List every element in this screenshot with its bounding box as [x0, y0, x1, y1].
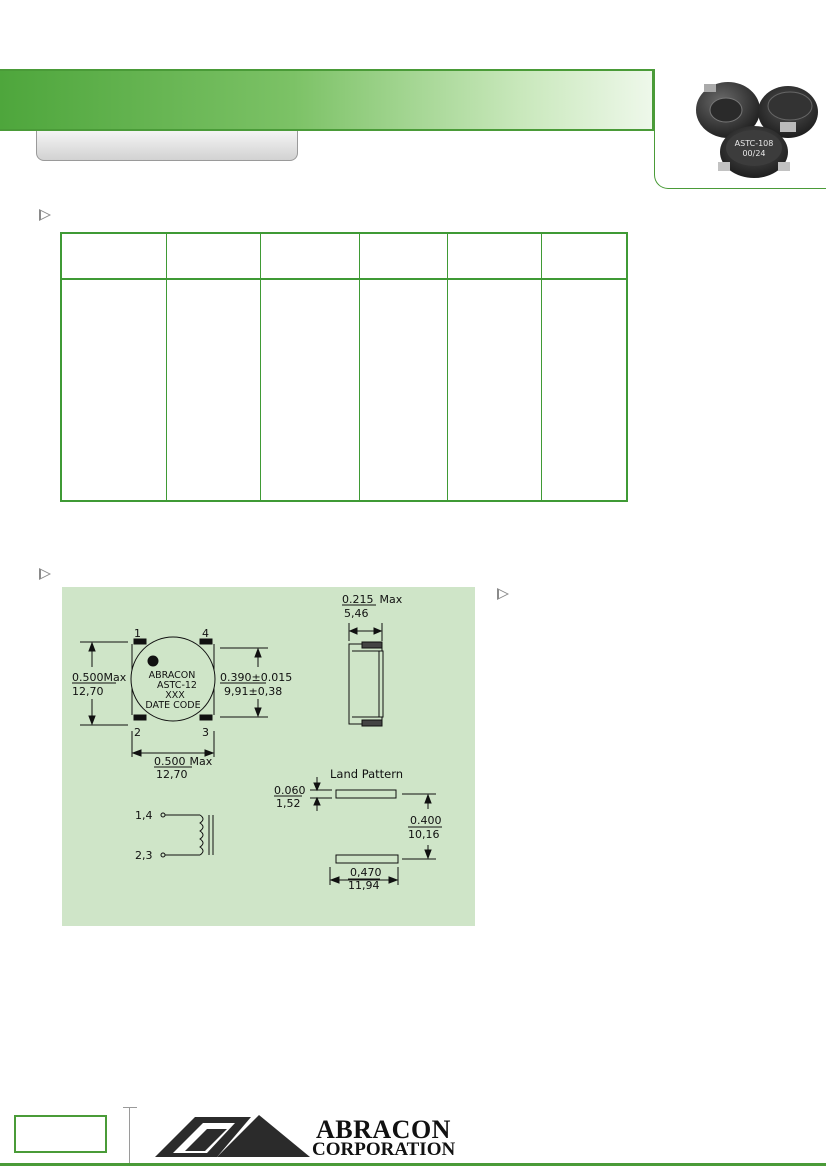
height-dim-mm: 12,70: [72, 685, 104, 698]
marking-line-4: DATE CODE: [145, 700, 200, 711]
product-photo: ASTC-108 00/24: [696, 82, 818, 178]
footer-divider-tick: [123, 1107, 137, 1108]
schematic-pin-bottom-label: 2,3: [135, 849, 153, 862]
pad-width-in: 0,470: [350, 866, 382, 879]
pad-height-in: 0.060: [274, 784, 306, 797]
brand-name: ABRACON: [316, 1115, 451, 1144]
spec-header-cell: [541, 233, 627, 280]
pad-width-mm: 11,94: [348, 879, 380, 892]
photo-part-label: ASTC-108: [735, 139, 774, 148]
inductor-front-body: ASTC-108 00/24: [718, 126, 790, 178]
spec-table-header-row: [61, 233, 627, 280]
top-view: [130, 636, 216, 722]
side-dim-mm: 5,46: [344, 607, 369, 620]
spec-header-cell: [166, 233, 261, 280]
mechanical-drawing-panel: [62, 587, 475, 926]
spec-table-body-row: [61, 279, 627, 501]
brand-corporation: CORPORATION: [312, 1139, 456, 1160]
mechanical-drawing: 1 4 2 3 ABRACON ASTC-12 XXX DATE CODE 0.…: [72, 593, 442, 892]
width-dim-mm: 12,70: [156, 768, 188, 781]
pad-height-mm: 1,52: [276, 797, 301, 810]
section-arrow-icon: [39, 568, 51, 580]
spec-cell: [359, 279, 448, 501]
pitch-dim-in: 0.390±0.015: [220, 671, 292, 684]
spec-cell: [541, 279, 627, 501]
spec-header-cell: [260, 233, 360, 280]
pin-2-label: 2: [134, 726, 141, 739]
header-banner: [0, 69, 654, 131]
spec-header-cell: [61, 233, 167, 280]
spec-cell: [260, 279, 360, 501]
photo-date-label: 00/24: [742, 149, 765, 158]
land-pattern: [274, 777, 442, 885]
schematic-pin-top-label: 1,4: [135, 809, 153, 822]
pin-1-label: 1: [134, 627, 141, 640]
section-arrow-icon: [39, 209, 51, 221]
height-dim-in: 0.500Max: [72, 671, 127, 684]
spec-header-cell: [447, 233, 542, 280]
header-subtab: [36, 131, 298, 161]
pin-3-label: 3: [202, 726, 209, 739]
pad-gap-in: 0.400: [410, 814, 442, 827]
pitch-dim-mm: 9,91±0,38: [224, 685, 282, 698]
marking-line-3: XXX: [165, 690, 185, 701]
marking-line-2: ASTC-12: [157, 680, 197, 691]
marking-line-1: ABRACON: [149, 670, 196, 681]
pin-4-label: 4: [202, 627, 209, 640]
spec-header-cell: [359, 233, 448, 280]
schematic-symbol: [160, 812, 214, 858]
product-photo-frame: [654, 69, 826, 189]
land-pattern-title: Land Pattern: [330, 767, 403, 781]
spec-cell: [166, 279, 261, 501]
section-arrow-icon: [497, 588, 509, 600]
spec-cell: [61, 279, 167, 501]
spec-table: [60, 232, 628, 502]
footer-divider: [129, 1107, 130, 1163]
footer-rule: [0, 1163, 826, 1166]
pad-gap-mm: 10,16: [408, 828, 440, 841]
abracon-logo-mark: [155, 1115, 310, 1157]
side-view: [342, 604, 384, 727]
inductor-left-body: [696, 82, 760, 138]
footer-box: [14, 1115, 107, 1153]
inductor-right-body: [758, 86, 818, 138]
spec-cell: [447, 279, 542, 501]
